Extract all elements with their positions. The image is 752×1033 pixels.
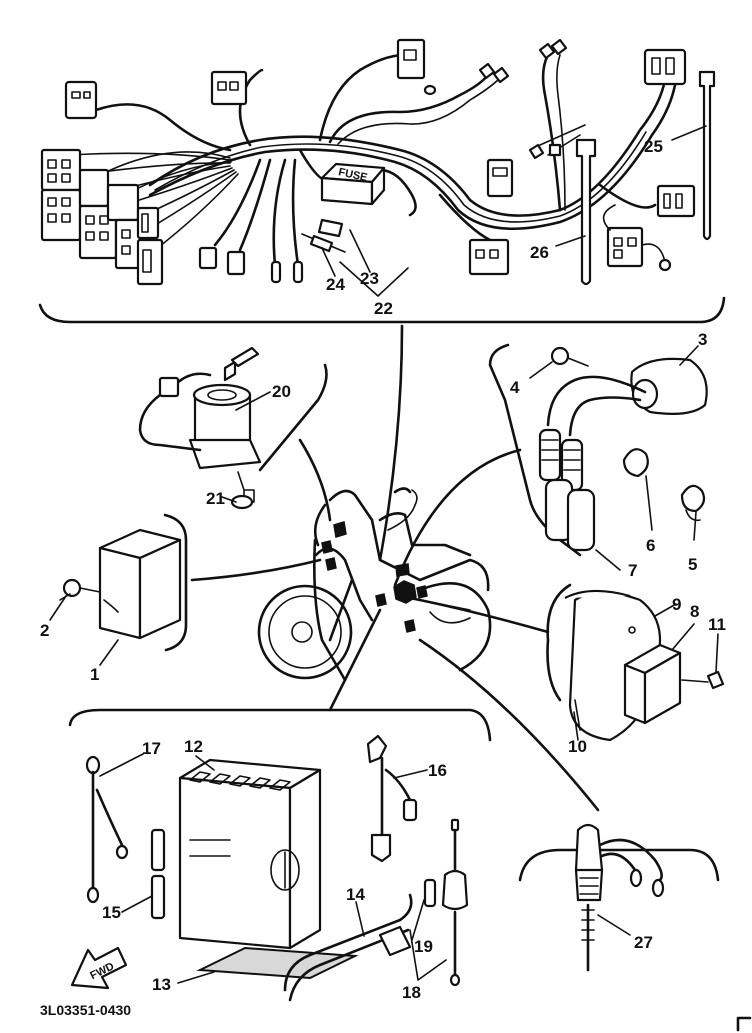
callout-1: 1: [90, 665, 99, 684]
callout-24: 24: [326, 275, 345, 294]
callout-10: 10: [568, 737, 587, 756]
callout-23: 23: [360, 269, 379, 288]
callout-26: 26: [530, 243, 549, 262]
motorcycle-illustration: [257, 487, 492, 682]
fwd-arrow-icon: FWD: [70, 946, 128, 990]
callout-2: 2: [40, 621, 49, 640]
callout-14: 14: [346, 885, 365, 904]
main-switch-group: [138, 346, 328, 510]
callout-3: 3: [698, 330, 707, 349]
callout-6: 6: [646, 536, 655, 555]
callout-15: 15: [102, 903, 121, 922]
callout-11: 11: [708, 615, 726, 634]
callout-27: 27: [634, 933, 653, 952]
wire-harness-group: FUSE: [38, 38, 726, 324]
callout-20: 20: [272, 382, 291, 401]
fuse-box-label: FUSE: [337, 166, 368, 184]
callout-12: 12: [184, 737, 203, 756]
ignition-coil-group: [488, 343, 708, 557]
callout-21: 21: [206, 489, 225, 508]
callout-22: 22: [374, 299, 393, 318]
part-code: 3L03351-0430: [40, 1002, 131, 1018]
relay-bracket-group: [546, 583, 725, 742]
section-leader-lines: [190, 324, 600, 812]
callout-8: 8: [690, 602, 699, 621]
corner-mark: [736, 1016, 752, 1032]
cable-tie-25: [698, 70, 716, 241]
callout-17: 17: [142, 739, 161, 758]
cable-tie-26: [575, 138, 597, 286]
battery-group: FWD: [68, 708, 492, 1002]
callout-13: 13: [152, 975, 171, 994]
fuse-box: FUSE: [320, 162, 386, 206]
callout-19: 19: [414, 937, 433, 956]
callout-25: 25: [644, 137, 663, 156]
callout-4: 4: [510, 378, 520, 397]
igniter-unit-group: [59, 513, 188, 666]
harness-bracket: [38, 296, 726, 324]
callout-leaders: [49, 125, 719, 984]
sensor-27-group: [518, 823, 720, 972]
callout-labels: 1 2 3 4 5 6 7 8 9 10 11 12 13 14 15 16 1…: [40, 137, 726, 1002]
callout-9: 9: [672, 595, 681, 614]
callout-16: 16: [428, 761, 447, 780]
callout-7: 7: [628, 561, 637, 580]
callout-18: 18: [402, 983, 421, 1002]
callout-5: 5: [688, 555, 697, 574]
